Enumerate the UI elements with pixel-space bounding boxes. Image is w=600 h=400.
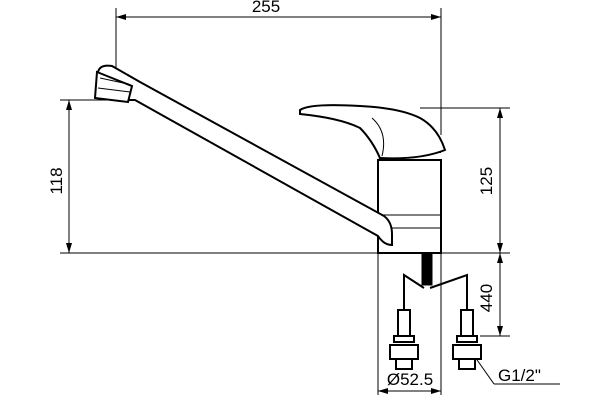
dimension-spout-height: 118 <box>47 99 380 254</box>
label-overall-width: 255 <box>252 0 280 16</box>
label-hose-length: 440 <box>477 284 496 312</box>
label-base-diameter: Ø52.5 <box>387 370 433 389</box>
supply-hoses <box>389 252 482 370</box>
dimension-hose-length: 440 <box>440 252 510 337</box>
dimension-base-diameter: Ø52.5 <box>377 253 442 395</box>
label-spout-height: 118 <box>47 167 66 194</box>
callout-thread: G1/2" <box>474 356 560 385</box>
label-thread: G1/2" <box>498 366 541 385</box>
faucet-spout <box>93 64 393 247</box>
dimension-body-height: 125 <box>420 107 510 254</box>
dimension-overall-width: 255 <box>115 0 442 135</box>
faucet-lever <box>299 104 447 160</box>
label-body-height: 125 <box>477 167 496 195</box>
